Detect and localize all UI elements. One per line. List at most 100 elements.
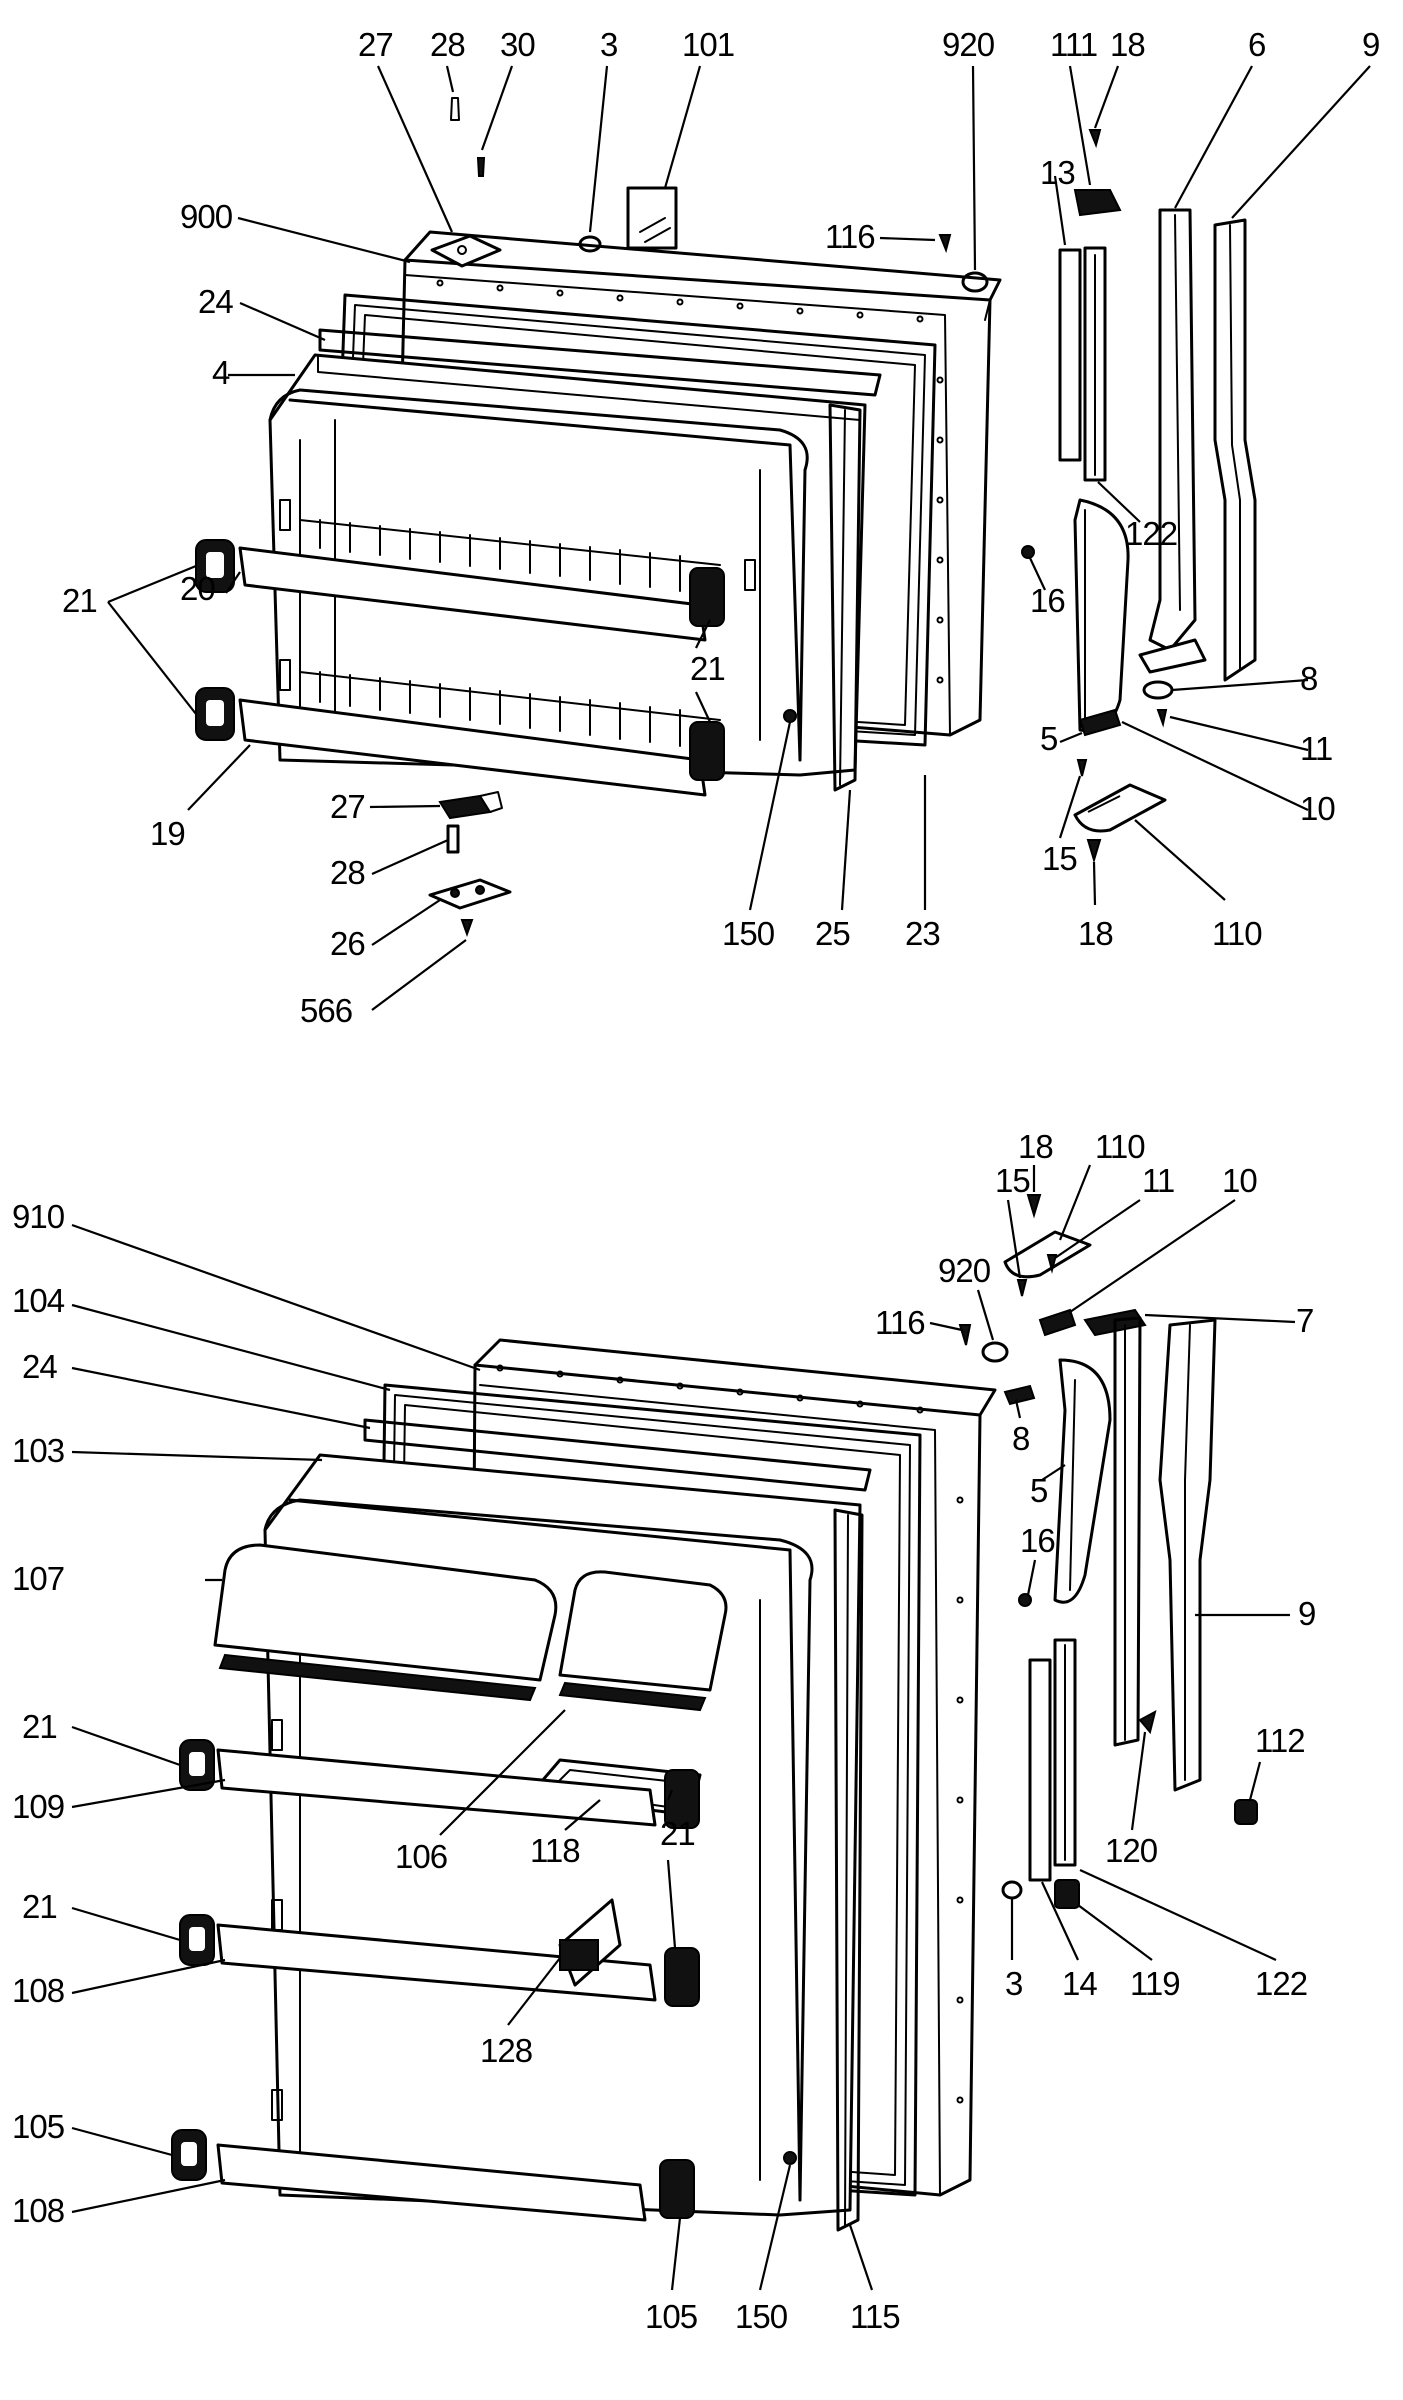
screw-15 (1076, 759, 1088, 777)
breaker-strip-24-bottom (363, 1418, 872, 1492)
label-18-lower: 18 (1078, 915, 1113, 952)
label-566: 566 (300, 992, 352, 1029)
hinge-cover-110 (1073, 783, 1167, 833)
strip-13 (1058, 248, 1082, 462)
strip-122-b (1053, 1638, 1077, 1867)
label-9: 9 (1362, 26, 1379, 63)
label-107: 107 (12, 1560, 64, 1597)
label-15: 15 (1042, 840, 1077, 877)
door-shelf-108-lower (216, 2143, 695, 2222)
door-shelf-19 (238, 671, 725, 797)
label-108-upper: 108 (12, 1972, 64, 2009)
label-120: 120 (1105, 1832, 1158, 1869)
screw-150 (783, 709, 797, 723)
strip-122 (1083, 246, 1107, 482)
label-106: 106 (395, 1838, 447, 1875)
screw-150-bottom (783, 2151, 797, 2165)
breaker-strip-24 (318, 328, 882, 397)
label-10-b: 10 (1222, 1162, 1257, 1199)
label-103: 103 (12, 1432, 64, 1469)
label-30: 30 (500, 26, 535, 63)
strip-14 (1028, 1658, 1052, 1882)
bracket-119 (1054, 1879, 1080, 1909)
screw-16-b (1018, 1593, 1032, 1607)
label-115: 115 (850, 2298, 900, 2335)
dairy-door-107 (213, 1543, 558, 1702)
bracket-10 (1078, 708, 1122, 737)
label-27: 27 (358, 26, 393, 63)
label-16-b: 16 (1020, 1522, 1055, 1559)
label-8-b: 8 (1012, 1420, 1029, 1457)
screw-11 (1156, 709, 1168, 728)
bottom-callout-labels: 18 110 15 11 10 910 920 116 7 104 24 8 1… (12, 1128, 1316, 2335)
screw-18-top (1088, 129, 1102, 149)
screw-18-b (1026, 1194, 1042, 1219)
label-21-right: 21 (690, 650, 725, 687)
screw-116 (938, 234, 952, 254)
label-15-b: 15 (995, 1162, 1030, 1199)
label-18-b: 18 (1018, 1128, 1053, 1165)
gasket-retainer-25 (828, 403, 862, 792)
label-118: 118 (530, 1832, 580, 1869)
label-104: 104 (12, 1282, 65, 1319)
label-128: 128 (480, 2032, 532, 2069)
label-112: 112 (1255, 1722, 1305, 1759)
label-20: 20 (180, 570, 215, 607)
shelf-end-cap-105 (171, 2129, 207, 2181)
hinge-6 (1138, 208, 1207, 674)
gasket-retainer-115 (833, 1508, 864, 2232)
label-109: 109 (12, 1788, 64, 1825)
shelf-end-cap-21 (195, 539, 235, 741)
screw-16 (1021, 545, 1035, 559)
door-shelf-20 (238, 519, 725, 642)
label-920-b: 920 (938, 1252, 991, 1289)
plug-920 (961, 271, 989, 293)
bottom-assembly (71, 1164, 1296, 2291)
top-assembly (107, 65, 1371, 1011)
door-handle-5 (1073, 498, 1130, 733)
pin-28 (446, 824, 460, 854)
screw-116-b (958, 1324, 972, 1346)
side-trim-9-b (1158, 1318, 1217, 1792)
plug-920-b (981, 1341, 1009, 1363)
label-25: 25 (815, 915, 850, 952)
label-105-left: 105 (12, 2108, 64, 2145)
label-18: 18 (1110, 26, 1145, 63)
plug-3-b (1001, 1880, 1023, 1900)
label-900: 900 (180, 198, 233, 235)
screw-15-b (1016, 1279, 1028, 1297)
label-111: 111 (1050, 26, 1097, 63)
hinge-cap-111 (1073, 189, 1122, 217)
hinge-plate-26 (428, 878, 512, 910)
washer-8-b (1003, 1384, 1036, 1406)
label-5: 5 (1040, 720, 1057, 757)
label-116: 116 (825, 218, 875, 255)
label-4: 4 (212, 354, 230, 391)
label-24: 24 (198, 283, 233, 320)
label-5-b: 5 (1030, 1472, 1047, 1509)
label-11: 11 (1300, 730, 1332, 767)
label-27-lower: 27 (330, 788, 365, 825)
label-21: 21 (62, 582, 97, 619)
label-122: 122 (1125, 515, 1177, 552)
label-3-b: 3 (1005, 1965, 1022, 2002)
label-13: 13 (1040, 154, 1075, 191)
bumper-112 (1234, 1799, 1258, 1825)
dairy-door-106 (558, 1570, 728, 1712)
door-shelf-109 (216, 1748, 700, 1829)
label-21-b3: 21 (660, 1815, 695, 1852)
inner-door-liner-4 (268, 353, 867, 777)
top-leader-lines (107, 65, 1371, 1011)
door-shelf-108-upper (216, 1923, 700, 2007)
door-handle-5-b (1053, 1358, 1112, 1604)
label-108-lower: 108 (12, 2192, 64, 2229)
screw-120 (1138, 1710, 1157, 1735)
hinge-7 (1083, 1308, 1147, 1747)
washer-8 (1142, 680, 1174, 700)
label-116-b: 116 (875, 1304, 925, 1341)
plug-3 (578, 235, 602, 253)
label-21-b2: 21 (22, 1888, 57, 1925)
bracket-10-b (1038, 1308, 1077, 1337)
bracket-128 (558, 1898, 622, 1987)
